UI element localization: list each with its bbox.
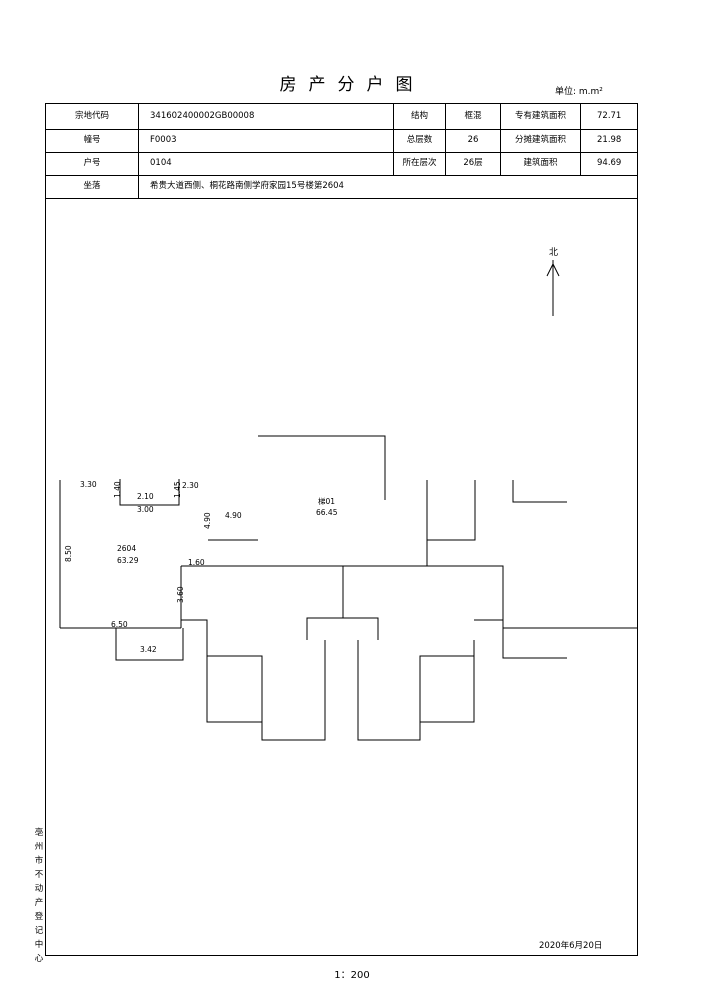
table-row-line — [45, 152, 638, 153]
table-col-line — [445, 103, 446, 175]
floor-label: 所在层次 — [402, 158, 437, 168]
exclusive-area-value: 72.71 — [597, 111, 622, 121]
dim-label: 3.30 — [80, 480, 97, 489]
exclusive-area-label: 专有建筑面积 — [514, 111, 566, 121]
stair-label: 梯01 — [318, 496, 335, 506]
stair-area: 66.45 — [316, 508, 338, 517]
dim-label: 2.10 — [137, 492, 154, 501]
dim-label: 3.60 — [176, 586, 185, 603]
unit-no-label: 户号 — [83, 158, 101, 168]
location-value: 希贵大道西侧、桐花路南侧学府家园15号楼第2604 — [150, 181, 344, 191]
table-row-line — [45, 175, 638, 176]
building-no-label: 幢号 — [83, 135, 101, 145]
frame-bottom-border — [45, 955, 638, 956]
dim-label: 3.00 — [137, 505, 154, 514]
location-label: 坐落 — [83, 181, 101, 191]
parcel-code-value: 341602400002GB00008 — [150, 111, 255, 121]
dim-label: 8.50 — [64, 545, 73, 562]
parcel-code-label: 宗地代码 — [74, 111, 109, 121]
dim-label: 3.42 — [140, 645, 157, 654]
table-row-line — [45, 198, 638, 199]
dim-label: 1.40 — [113, 481, 122, 498]
structure-label: 结构 — [410, 111, 428, 121]
total-floors-label: 总层数 — [406, 135, 433, 145]
table-col-line — [580, 103, 581, 175]
floor-value: 26层 — [463, 158, 483, 168]
table-top-line — [45, 103, 638, 104]
building-area-label: 建筑面积 — [523, 158, 558, 168]
unit-room-area: 63.29 — [117, 556, 139, 565]
dim-label: 1.45 — [173, 481, 182, 498]
dim-label: 1.60 — [188, 558, 205, 567]
unit-room-label: 2604 — [117, 544, 136, 553]
unit-no-value: 0104 — [150, 158, 172, 168]
north-label: 北 — [549, 247, 558, 258]
page-title: 房产分户图 — [279, 75, 425, 95]
scale-label: 1：200 — [334, 970, 370, 981]
shared-area-label: 分摊建筑面积 — [514, 135, 566, 145]
table-row-line — [45, 129, 638, 130]
dim-label: 2.30 — [182, 481, 199, 490]
building-area-value: 94.69 — [597, 158, 622, 168]
table-col-line — [138, 103, 139, 198]
table-col-line — [393, 103, 394, 175]
issuer-vertical-text: 亳州市不动产登记中心 — [34, 828, 44, 964]
dim-label: 4.90 — [203, 512, 212, 529]
total-floors-value: 26 — [467, 135, 479, 145]
frame-right-border — [637, 103, 638, 955]
building-no-value: F0003 — [150, 135, 177, 145]
shared-area-value: 21.98 — [597, 135, 622, 145]
unit-label: 单位: m.m² — [555, 87, 603, 97]
dim-label: 4.90 — [225, 511, 242, 520]
table-col-line — [500, 103, 501, 175]
structure-value: 框混 — [464, 111, 482, 121]
north-arrow-head — [546, 262, 560, 277]
dim-label: 6.50 — [111, 620, 128, 629]
survey-date: 2020年6月20日 — [539, 941, 603, 951]
frame-left-border — [45, 103, 46, 955]
